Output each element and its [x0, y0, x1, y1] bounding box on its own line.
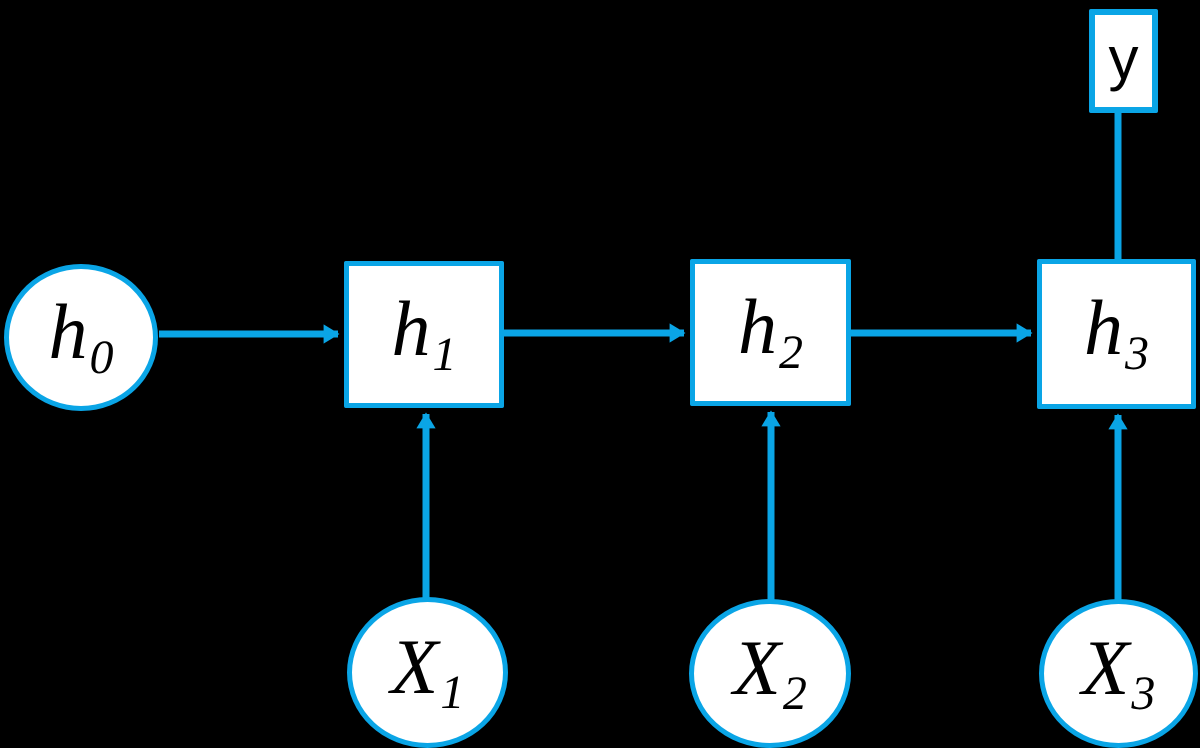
- node-x1-base: X: [390, 622, 439, 710]
- node-x3-subscript: 3: [1131, 666, 1156, 720]
- node-h0-base: h: [48, 287, 88, 375]
- node-h2-base: h: [738, 282, 777, 370]
- node-y: y: [1089, 9, 1158, 113]
- node-h1-subscript: 1: [432, 327, 457, 381]
- node-x2-subscript: 2: [782, 666, 807, 720]
- node-h3-subscript: 3: [1125, 327, 1149, 381]
- node-h0-subscript: 0: [89, 330, 114, 384]
- node-h2-subscript: 2: [779, 325, 803, 379]
- node-x1-subscript: 1: [440, 665, 465, 719]
- node-x2-base: X: [733, 623, 781, 711]
- node-h3-base: h: [1084, 284, 1123, 371]
- node-y-label: y: [1108, 25, 1139, 92]
- node-x3-base: X: [1081, 623, 1130, 711]
- node-h1-base: h: [391, 284, 431, 372]
